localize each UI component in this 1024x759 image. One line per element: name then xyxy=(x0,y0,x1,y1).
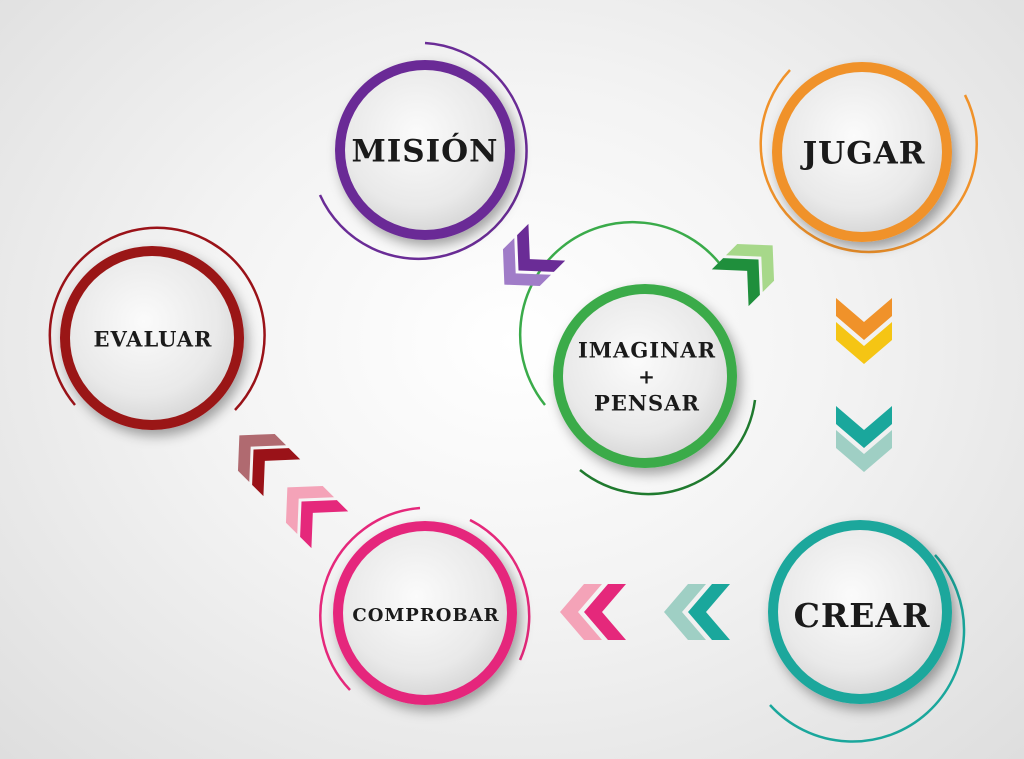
node-crear: CREAR xyxy=(768,520,966,743)
arrow-mision-imaginar-back xyxy=(502,237,552,287)
imaginar-outer-arc-bottom xyxy=(579,399,757,496)
arrow-comprobar-evaluar-1-front xyxy=(300,500,349,549)
arrow-mision-imaginar-front xyxy=(517,223,566,272)
node-imaginar-pensar: IMAGINAR + PENSAR xyxy=(518,220,757,496)
imaginar-label-line1: IMAGINAR xyxy=(578,338,716,363)
arrow-comprobar-evaluar-2-back xyxy=(237,433,287,483)
imaginar-label-line2: PENSAR xyxy=(594,391,700,416)
node-evaluar: EVALUAR xyxy=(48,226,266,430)
arrow-jugar-crear-2 xyxy=(836,406,892,472)
mision-disc xyxy=(345,70,505,230)
node-comprobar: COMPROBAR xyxy=(319,506,531,705)
arrow-jugar-crear-1-front xyxy=(836,298,892,340)
evaluar-label: EVALUAR xyxy=(94,327,213,352)
jugar-outer-arc xyxy=(759,69,978,254)
arrow-imaginar-jugar-front xyxy=(711,258,760,307)
arrow-jugar-crear-1 xyxy=(836,298,892,364)
node-jugar: JUGAR xyxy=(759,62,978,254)
imaginar-outer-arc xyxy=(518,220,721,406)
crear-disc xyxy=(778,530,942,694)
arrow-comprobar-evaluar-2 xyxy=(237,433,301,497)
arrow-mision-imaginar xyxy=(502,223,566,287)
jugar-disc xyxy=(782,72,942,232)
arrow-crear-comprobar-1-front xyxy=(688,584,730,640)
arrow-crear-comprobar-2 xyxy=(560,584,626,640)
arrow-crear-comprobar-2-front xyxy=(584,584,626,640)
node-mision: MISIÓN xyxy=(318,41,528,261)
arrow-comprobar-evaluar-1-back xyxy=(285,485,335,535)
imaginar-disc xyxy=(563,294,727,458)
arrow-crear-comprobar-1 xyxy=(664,584,730,640)
comprobar-disc xyxy=(343,531,507,695)
mision-outer-arc xyxy=(318,41,528,261)
arrow-imaginar-jugar xyxy=(711,243,775,307)
arrow-crear-comprobar-2-back xyxy=(560,584,602,640)
arrow-jugar-crear-1-back xyxy=(836,322,892,364)
arrow-comprobar-evaluar-2-front xyxy=(252,448,301,497)
evaluar-outer-arc-left xyxy=(48,226,151,406)
imaginar-label-plus: + xyxy=(638,365,656,389)
crear-outer-arc xyxy=(769,554,966,743)
arrow-imaginar-jugar-back xyxy=(725,243,775,293)
mision-label: MISIÓN xyxy=(351,132,498,170)
arrow-jugar-crear-2-front xyxy=(836,406,892,448)
jugar-label: JUGAR xyxy=(800,136,926,172)
comprobar-outer-arc xyxy=(319,506,421,691)
evaluar-disc xyxy=(70,256,234,420)
comprobar-outer-arc-right xyxy=(469,518,531,661)
arrow-crear-comprobar-1-back xyxy=(664,584,706,640)
evaluar-outer-arc-right xyxy=(149,226,266,411)
crear-label: CREAR xyxy=(794,596,931,635)
arrow-comprobar-evaluar-1 xyxy=(285,485,349,549)
comprobar-label: COMPROBAR xyxy=(352,605,499,626)
arrow-jugar-crear-2-back xyxy=(836,430,892,472)
